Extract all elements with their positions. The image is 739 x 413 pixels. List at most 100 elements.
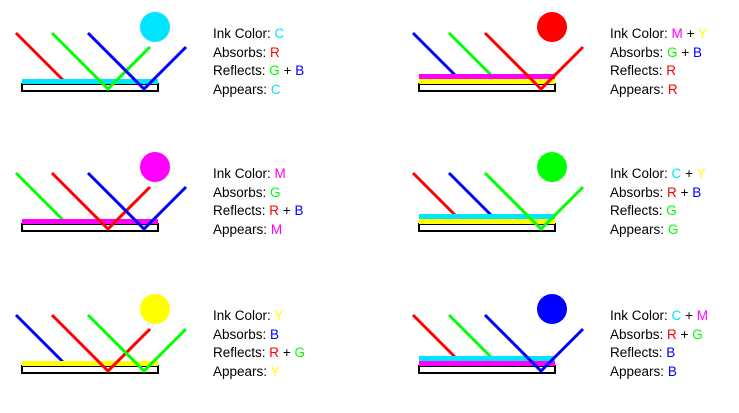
color-code: Y xyxy=(270,363,280,379)
absorbs-row: Absorbs: B xyxy=(213,326,305,345)
color-code: R xyxy=(667,184,677,200)
ink-layer xyxy=(419,361,555,366)
plus-sign: + xyxy=(681,44,690,60)
row-label: Ink Color: xyxy=(610,166,668,181)
color-code: R xyxy=(269,203,280,218)
ink-layer xyxy=(419,79,555,84)
reflects-row: Reflects: G + B xyxy=(213,62,304,81)
paper xyxy=(418,223,556,232)
row-label: Reflects: xyxy=(610,203,663,218)
appearance-swatch xyxy=(140,12,170,42)
reflection-illustration xyxy=(14,12,188,92)
row-label: Reflects: xyxy=(610,345,663,360)
color-code: B xyxy=(692,44,702,60)
color-code: M xyxy=(274,166,286,181)
row-label: Appears: xyxy=(610,221,665,237)
color-code: R xyxy=(666,63,677,78)
color-code: G xyxy=(294,345,305,360)
color-code: R xyxy=(269,345,280,360)
row-label: Absorbs: xyxy=(213,44,267,60)
paper xyxy=(21,365,159,374)
color-code: G xyxy=(270,184,281,200)
absorbs-row: Absorbs: R + B xyxy=(610,184,705,203)
row-label: Ink Color: xyxy=(213,166,271,181)
color-code: R xyxy=(667,81,678,97)
ink-color-row: Ink Color: C xyxy=(213,25,304,44)
appears-row: Appears: C xyxy=(213,81,304,100)
reflected-ray xyxy=(86,31,188,92)
paper xyxy=(21,223,159,232)
color-code: B xyxy=(692,184,702,200)
row-label: Ink Color: xyxy=(610,308,668,323)
color-code: C xyxy=(274,26,285,41)
row-label: Appears: xyxy=(610,81,665,97)
color-code: C xyxy=(270,81,281,97)
appearance-swatch xyxy=(537,294,567,324)
color-code: B xyxy=(294,203,304,218)
reflection-illustration xyxy=(411,152,585,232)
ink-layer xyxy=(419,214,555,219)
row-label: Ink Color: xyxy=(213,26,271,41)
plus-sign: + xyxy=(283,63,292,78)
reflected-ray xyxy=(50,171,152,232)
row-label: Appears: xyxy=(213,363,268,379)
plus-sign: + xyxy=(686,26,695,41)
ink-layer xyxy=(419,356,555,361)
row-label: Reflects: xyxy=(213,345,266,360)
row-label: Reflects: xyxy=(610,63,663,78)
ink-color-row: Ink Color: M + Y xyxy=(610,25,707,44)
reflects-row: Reflects: R + G xyxy=(213,344,305,363)
row-label: Absorbs: xyxy=(610,326,664,342)
plus-sign: + xyxy=(685,308,693,323)
color-code: G xyxy=(692,326,703,342)
reflected-ray xyxy=(483,31,585,92)
color-code: Y xyxy=(274,308,284,323)
appearance-swatch xyxy=(140,294,170,324)
row-label: Appears: xyxy=(213,81,268,97)
appearance-swatch xyxy=(537,152,567,182)
plus-sign: + xyxy=(680,184,689,200)
ink-layer xyxy=(419,219,555,224)
plus-sign: + xyxy=(282,345,291,360)
appears-row: Appears: R xyxy=(610,81,707,100)
reflects-row: Reflects: G xyxy=(610,202,705,221)
ink-color-row: Ink Color: M xyxy=(213,165,303,184)
reflected-ray xyxy=(50,313,152,374)
ink-color-row: Ink Color: Y xyxy=(213,307,305,326)
appearance-swatch xyxy=(537,12,567,42)
color-code: M xyxy=(671,26,683,41)
appearance-swatch xyxy=(140,152,170,182)
color-code: Y xyxy=(696,166,706,181)
reflects-row: Reflects: B xyxy=(610,344,708,363)
appears-row: Appears: G xyxy=(610,221,705,240)
color-code: G xyxy=(667,44,678,60)
color-code: B xyxy=(295,63,305,78)
absorbs-row: Absorbs: G + B xyxy=(610,44,707,63)
appears-row: Appears: Y xyxy=(213,363,305,382)
absorbs-row: Absorbs: R xyxy=(213,44,304,63)
color-code: R xyxy=(270,44,280,60)
row-label: Reflects: xyxy=(213,63,266,78)
row-label: Ink Color: xyxy=(213,308,271,323)
row-label: Reflects: xyxy=(213,203,266,218)
color-code: M xyxy=(270,221,283,237)
color-code: R xyxy=(667,326,677,342)
color-code: M xyxy=(696,308,708,323)
ink-color-row: Ink Color: C + M xyxy=(610,307,708,326)
color-code: B xyxy=(667,363,677,379)
color-code: B xyxy=(666,345,676,360)
ink-layer xyxy=(22,219,158,224)
color-code: G xyxy=(667,221,679,237)
color-code: Y xyxy=(697,26,707,41)
color-code: G xyxy=(269,63,280,78)
reflection-illustration xyxy=(14,294,188,374)
row-label: Ink Color: xyxy=(610,26,668,41)
plus-sign: + xyxy=(680,326,689,342)
